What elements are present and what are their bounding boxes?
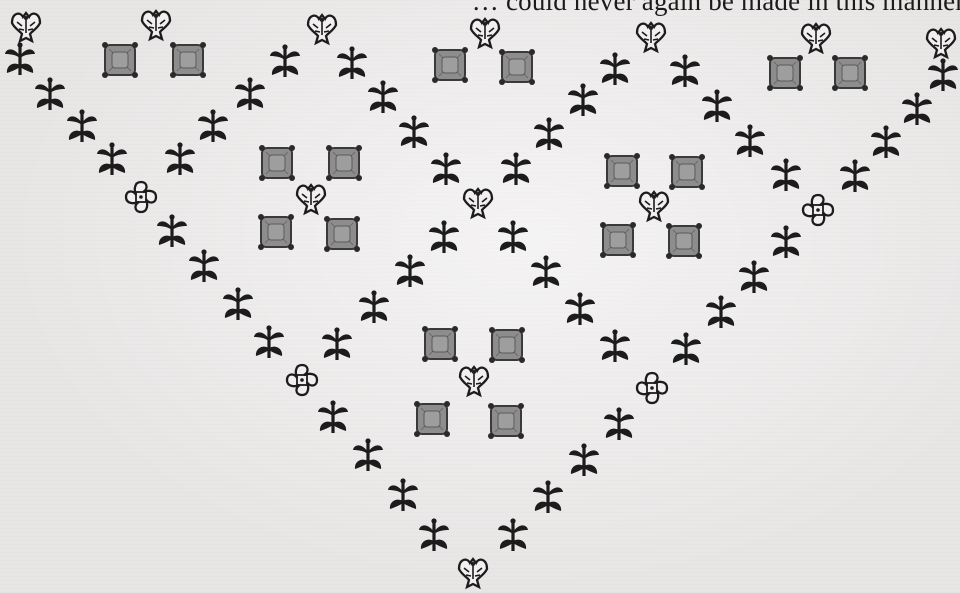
eagle-icon xyxy=(640,192,668,220)
leaf-sprig-icon xyxy=(771,158,801,191)
leaf-sprig-icon xyxy=(600,329,630,362)
leaf-sprig-icon xyxy=(399,115,429,148)
leaf-sprig-icon xyxy=(429,220,459,253)
leaf-sprig-icon xyxy=(353,438,383,471)
leaf-sprig-icon xyxy=(270,44,300,77)
leaf-sprig-icon xyxy=(165,142,195,175)
leaf-sprig-icon xyxy=(189,249,219,282)
eagle-icon xyxy=(460,367,488,395)
eagle-icon xyxy=(471,19,499,47)
eagle-icon xyxy=(802,24,830,52)
leaf-sprig-icon xyxy=(198,109,228,142)
eagle-icon xyxy=(464,189,492,217)
eagle-icon xyxy=(308,15,336,43)
leaf-sprig-icon xyxy=(501,152,531,185)
leaf-sprig-icon xyxy=(67,109,97,142)
leaf-sprig-icon xyxy=(671,332,701,365)
fleur-icon xyxy=(287,365,317,395)
leaf-sprig-icon xyxy=(840,159,870,192)
leaf-sprig-icon xyxy=(322,327,352,360)
leaf-sprig-icon xyxy=(568,83,598,116)
leaf-sprig-icon xyxy=(235,77,265,110)
leaf-sprig-icon xyxy=(368,80,398,113)
leaf-sprig-icon xyxy=(419,518,449,551)
eagle-icon xyxy=(142,11,170,39)
leaf-sprig-icon xyxy=(337,46,367,79)
grey-stone-icon xyxy=(170,42,206,78)
leaf-sprig-icon xyxy=(531,255,561,288)
leaf-sprig-icon xyxy=(157,214,187,247)
leaf-sprig-icon xyxy=(928,58,958,91)
leaf-sprig-icon xyxy=(97,142,127,175)
leaf-sprig-icon xyxy=(871,125,901,158)
grey-stone-icon xyxy=(666,223,702,259)
leaf-sprig-icon xyxy=(902,92,932,125)
leaf-sprig-icon xyxy=(565,292,595,325)
grey-stone-icon xyxy=(600,222,636,258)
leaf-sprig-icon xyxy=(534,117,564,150)
leaf-sprig-icon xyxy=(706,295,736,328)
grey-stone-icon xyxy=(102,42,138,78)
grey-stone-icon xyxy=(432,47,468,83)
leaf-sprig-icon xyxy=(670,54,700,87)
grey-stone-icon xyxy=(767,55,803,91)
fleur-icon xyxy=(637,373,667,403)
grey-stone-icon xyxy=(324,216,360,252)
leaf-sprig-icon xyxy=(569,443,599,476)
leaf-sprig-icon xyxy=(771,225,801,258)
leaf-sprig-icon xyxy=(388,478,418,511)
eagle-icon xyxy=(12,13,40,41)
eagle-icon xyxy=(637,23,665,51)
grey-stone-icon xyxy=(258,214,294,250)
eagle-icon xyxy=(459,559,487,587)
fleur-icon xyxy=(803,195,833,225)
grey-stone-icon xyxy=(604,153,640,189)
leaf-sprig-icon xyxy=(702,89,732,122)
leaf-sprig-icon xyxy=(254,325,284,358)
leaf-sprig-icon xyxy=(604,407,634,440)
leaf-sprig-icon xyxy=(533,480,563,513)
leaf-sprig-icon xyxy=(431,152,461,185)
grey-stone-icon xyxy=(414,401,450,437)
leaf-sprig-icon xyxy=(5,42,35,75)
grey-stone-icon xyxy=(422,326,458,362)
grey-stone-icon xyxy=(489,327,525,363)
leaf-sprig-icon xyxy=(739,260,769,293)
grey-stone-icon xyxy=(832,55,868,91)
leaf-sprig-icon xyxy=(223,287,253,320)
grey-stone-icon xyxy=(669,154,705,190)
fleur-icon xyxy=(126,182,156,212)
leaf-sprig-icon xyxy=(498,518,528,551)
grey-stone-icon xyxy=(499,49,535,85)
grey-stone-icon xyxy=(488,403,524,439)
leaf-sprig-icon xyxy=(35,77,65,110)
leaf-sprig-icon xyxy=(735,124,765,157)
eagle-icon xyxy=(297,185,325,213)
grey-stone-icon xyxy=(259,145,295,181)
grey-stone-icon xyxy=(326,145,362,181)
leaf-sprig-icon xyxy=(395,254,425,287)
leaf-sprig-icon xyxy=(359,290,389,323)
leaf-sprig-icon xyxy=(318,400,348,433)
leaf-sprig-icon xyxy=(600,52,630,85)
leaf-sprig-icon xyxy=(498,220,528,253)
eagle-icon xyxy=(927,29,955,57)
